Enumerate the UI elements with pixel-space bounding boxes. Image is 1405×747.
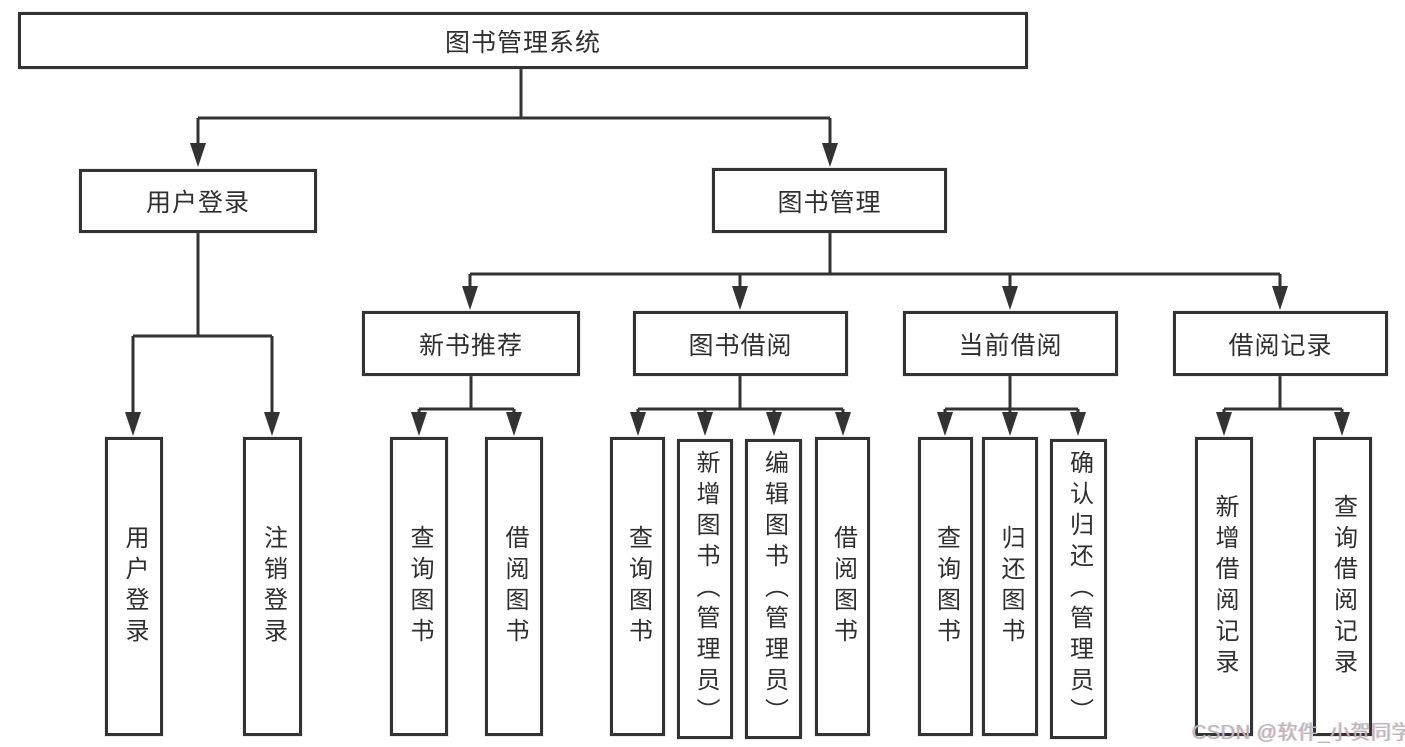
node-book-mgmt-label: 图书管理: [777, 188, 882, 217]
arrow-to-current-borrow: [1002, 286, 1018, 310]
connector-current-borrow: [943, 376, 1080, 416]
node-new-books: 新书推荐: [362, 311, 580, 376]
node-bb-edit: 编辑图书（管理员）: [745, 439, 802, 739]
arrow-to-bb-query: [630, 412, 646, 436]
arrow-to-new-books: [462, 286, 478, 310]
arrow-to-bb-borrow: [835, 412, 851, 436]
node-nb-borrow-label: 借阅图书: [501, 524, 528, 649]
node-ul-login-label: 用户登录: [121, 524, 148, 649]
node-bb-query: 查询图书: [610, 437, 665, 736]
arrowheads: [125, 143, 1350, 436]
arrow-to-user-login: [190, 143, 206, 167]
arrow-to-borrow-records: [1272, 286, 1288, 310]
arrow-to-br-add: [1216, 412, 1232, 436]
node-nb-query: 查询图书: [390, 437, 448, 736]
node-bb-add-label: 新增图书（管理员）: [692, 449, 719, 729]
node-cb-query-label: 查询图书: [932, 524, 960, 649]
node-bb-borrow: 借阅图书: [815, 437, 870, 736]
node-book-mgmt: 图书管理: [712, 168, 947, 233]
node-ul-logout: 注销登录: [243, 437, 302, 736]
arrow-to-nb-borrow: [506, 412, 522, 436]
node-ul-login: 用户登录: [105, 437, 163, 736]
node-book-borrow-label: 图书借阅: [688, 331, 793, 360]
node-bb-query-label: 查询图书: [624, 524, 652, 649]
node-borrow-records: 借阅记录: [1173, 311, 1388, 376]
arrow-to-bb-add: [697, 412, 713, 436]
arrow-to-ul-logout: [264, 412, 280, 436]
arrow-to-br-query: [1334, 412, 1350, 436]
node-nb-query-label: 查询图书: [406, 524, 433, 649]
node-current-borrow-label: 当前借阅: [958, 331, 1063, 360]
connector-borrow-records: [1222, 376, 1344, 416]
node-cb-confirm-label: 确认归还（管理员）: [1065, 449, 1093, 729]
node-user-login-label: 用户登录: [145, 189, 250, 217]
node-cb-return-label: 归还图书: [997, 524, 1024, 649]
node-bb-add: 新增图书（管理员）: [677, 439, 733, 739]
node-cb-query: 查询图书: [918, 437, 973, 736]
connector-new-books: [417, 376, 516, 416]
connector-root: [196, 69, 832, 146]
node-book-borrow: 图书借阅: [633, 311, 848, 376]
arrow-to-book-borrow: [732, 286, 748, 310]
arrow-to-cb-query: [937, 412, 953, 436]
node-br-query-label: 查询借阅记录: [1329, 493, 1357, 680]
node-borrow-records-label: 借阅记录: [1228, 331, 1333, 360]
node-cb-return: 归还图书: [982, 437, 1038, 736]
node-br-add-label: 新增借阅记录: [1211, 493, 1238, 680]
arrow-to-cb-confirm: [1070, 412, 1086, 436]
connector-book-borrow: [636, 376, 845, 416]
arrow-to-cb-return: [1002, 412, 1018, 436]
arrow-to-book-mgmt: [822, 143, 838, 167]
watermark-text: CSDN @软件_小贺同学: [1192, 722, 1405, 744]
connector-user-login: [131, 233, 274, 414]
node-root: 图书管理系统: [18, 12, 1028, 69]
node-new-books-label: 新书推荐: [418, 331, 523, 360]
arrow-to-ul-login: [125, 412, 141, 436]
node-nb-borrow: 借阅图书: [485, 437, 543, 736]
node-current-borrow: 当前借阅: [903, 311, 1118, 376]
node-bb-edit-label: 编辑图书（管理员）: [760, 449, 788, 729]
arrow-to-bb-edit: [766, 412, 782, 436]
node-ul-logout-label: 注销登录: [259, 524, 287, 649]
node-bb-borrow-label: 借阅图书: [829, 524, 857, 649]
arrow-to-nb-query: [411, 412, 427, 436]
connector-book-mgmt: [468, 233, 1282, 289]
node-br-query: 查询借阅记录: [1313, 437, 1372, 736]
node-br-add: 新增借阅记录: [1195, 437, 1253, 736]
node-root-label: 图书管理系统: [444, 28, 601, 57]
node-user-login: 用户登录: [79, 169, 317, 233]
node-cb-confirm: 确认归还（管理员）: [1050, 439, 1107, 739]
